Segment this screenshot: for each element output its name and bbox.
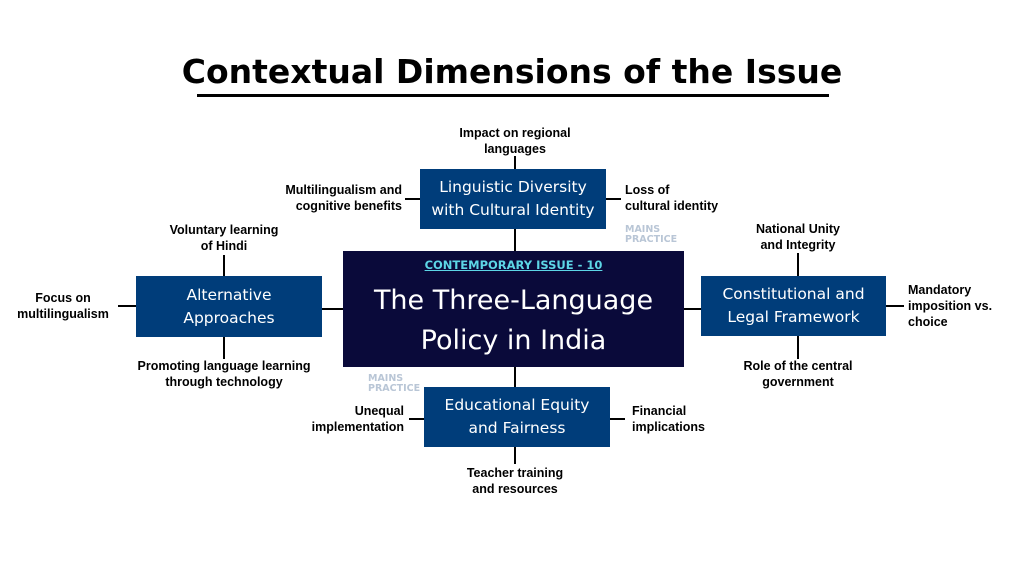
connector-alternative-left — [118, 305, 136, 307]
connector-center-to-alternative — [322, 308, 343, 310]
center-node: CONTEMPORARY ISSUE - 10 The Three-Langua… — [343, 251, 684, 367]
label-mandatory-imposition: Mandatory imposition vs. choice — [908, 283, 993, 329]
label-unequal-implementation: Unequal implementation — [311, 404, 404, 434]
node-linguistic-diversity: Linguistic Diversity with Cultural Ident… — [420, 169, 606, 229]
connector-alternative-top — [223, 255, 225, 276]
connector-center-to-linguistic — [514, 229, 516, 251]
label-loss-cultural-identity: Loss of cultural identity — [625, 183, 719, 213]
label-technology-learning: Promoting language learning through tech… — [137, 359, 311, 389]
connector-center-to-constitutional — [684, 308, 701, 310]
connector-educational-left — [409, 418, 424, 420]
label-teacher-training: Teacher training and resources — [466, 466, 564, 496]
connector-linguistic-right — [606, 198, 621, 200]
node-alternative-approaches: Alternative Approaches — [136, 276, 322, 337]
connector-educational-bottom — [514, 447, 516, 464]
node-constitutional-framework: Constitutional and Legal Framework — [701, 276, 886, 336]
center-title: The Three-Language Policy in India — [373, 285, 654, 356]
connector-educational-right — [610, 418, 625, 420]
connector-linguistic-top — [514, 156, 516, 169]
label-focus-multilingualism: Focus on multilingualism — [17, 291, 109, 321]
node-educational-equity: Educational Equity and Fairness — [424, 387, 610, 447]
connector-constitutional-right — [886, 305, 904, 307]
label-central-government: Role of the central government — [743, 359, 853, 389]
label-national-unity: National Unity and Integrity — [755, 222, 841, 252]
watermark-logo: MAINS PRACTICE — [625, 224, 678, 245]
connector-linguistic-left — [405, 198, 420, 200]
connector-constitutional-bottom — [797, 336, 799, 359]
label-impact-regional-languages: Impact on regional languages — [459, 126, 571, 156]
connector-alternative-bottom — [223, 337, 225, 359]
watermark-logo: MAINS PRACTICE — [368, 373, 421, 394]
label-multilingualism-cognitive: Multilingualism and cognitive benefits — [285, 183, 402, 213]
title-underline — [197, 94, 829, 97]
label-financial-implications: Financial implications — [632, 404, 705, 434]
connector-center-to-educational — [514, 367, 516, 387]
issue-tag: CONTEMPORARY ISSUE - 10 — [424, 258, 603, 272]
connector-constitutional-top — [797, 253, 799, 276]
diagram-title: Contextual Dimensions of the Issue — [181, 52, 843, 91]
label-voluntary-hindi: Voluntary learning of Hindi — [169, 223, 279, 253]
